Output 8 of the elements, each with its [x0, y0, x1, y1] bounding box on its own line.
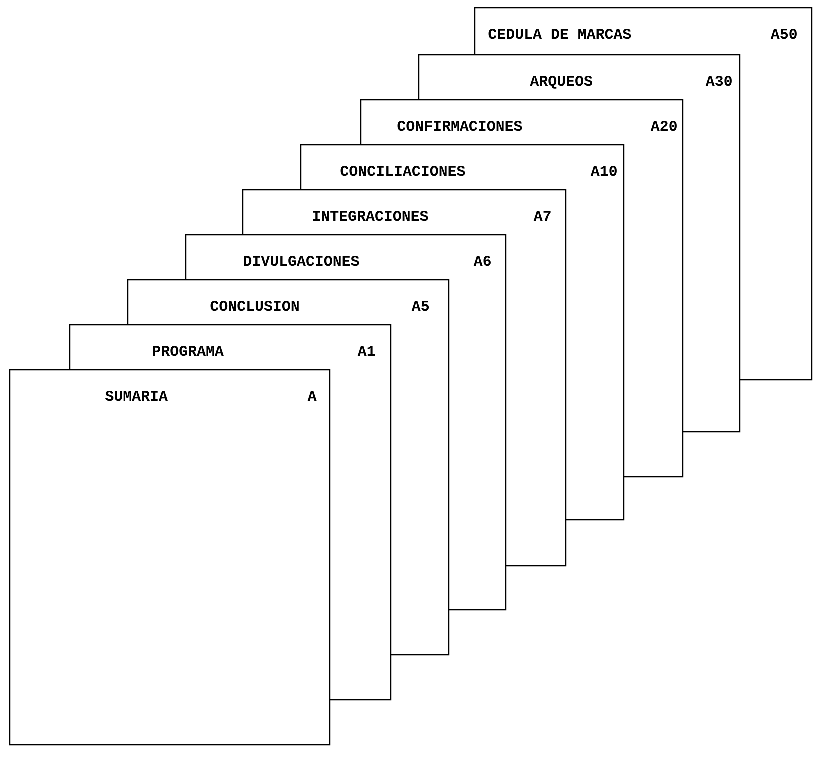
card: INTEGRACIONES A7 — [242, 189, 567, 236]
card: PROGRAMA A1 — [69, 324, 392, 371]
card: CONCLUSION A5 — [127, 279, 450, 326]
card: CONCILIACIONES A10 — [300, 144, 625, 191]
card: ARQUEOS A30 — [418, 54, 741, 101]
card: CEDULA DE MARCAS A50 — [474, 7, 813, 55]
card: DIVULGACIONES A6 — [185, 234, 507, 281]
card: CONFIRMACIONES A20 — [360, 99, 684, 146]
